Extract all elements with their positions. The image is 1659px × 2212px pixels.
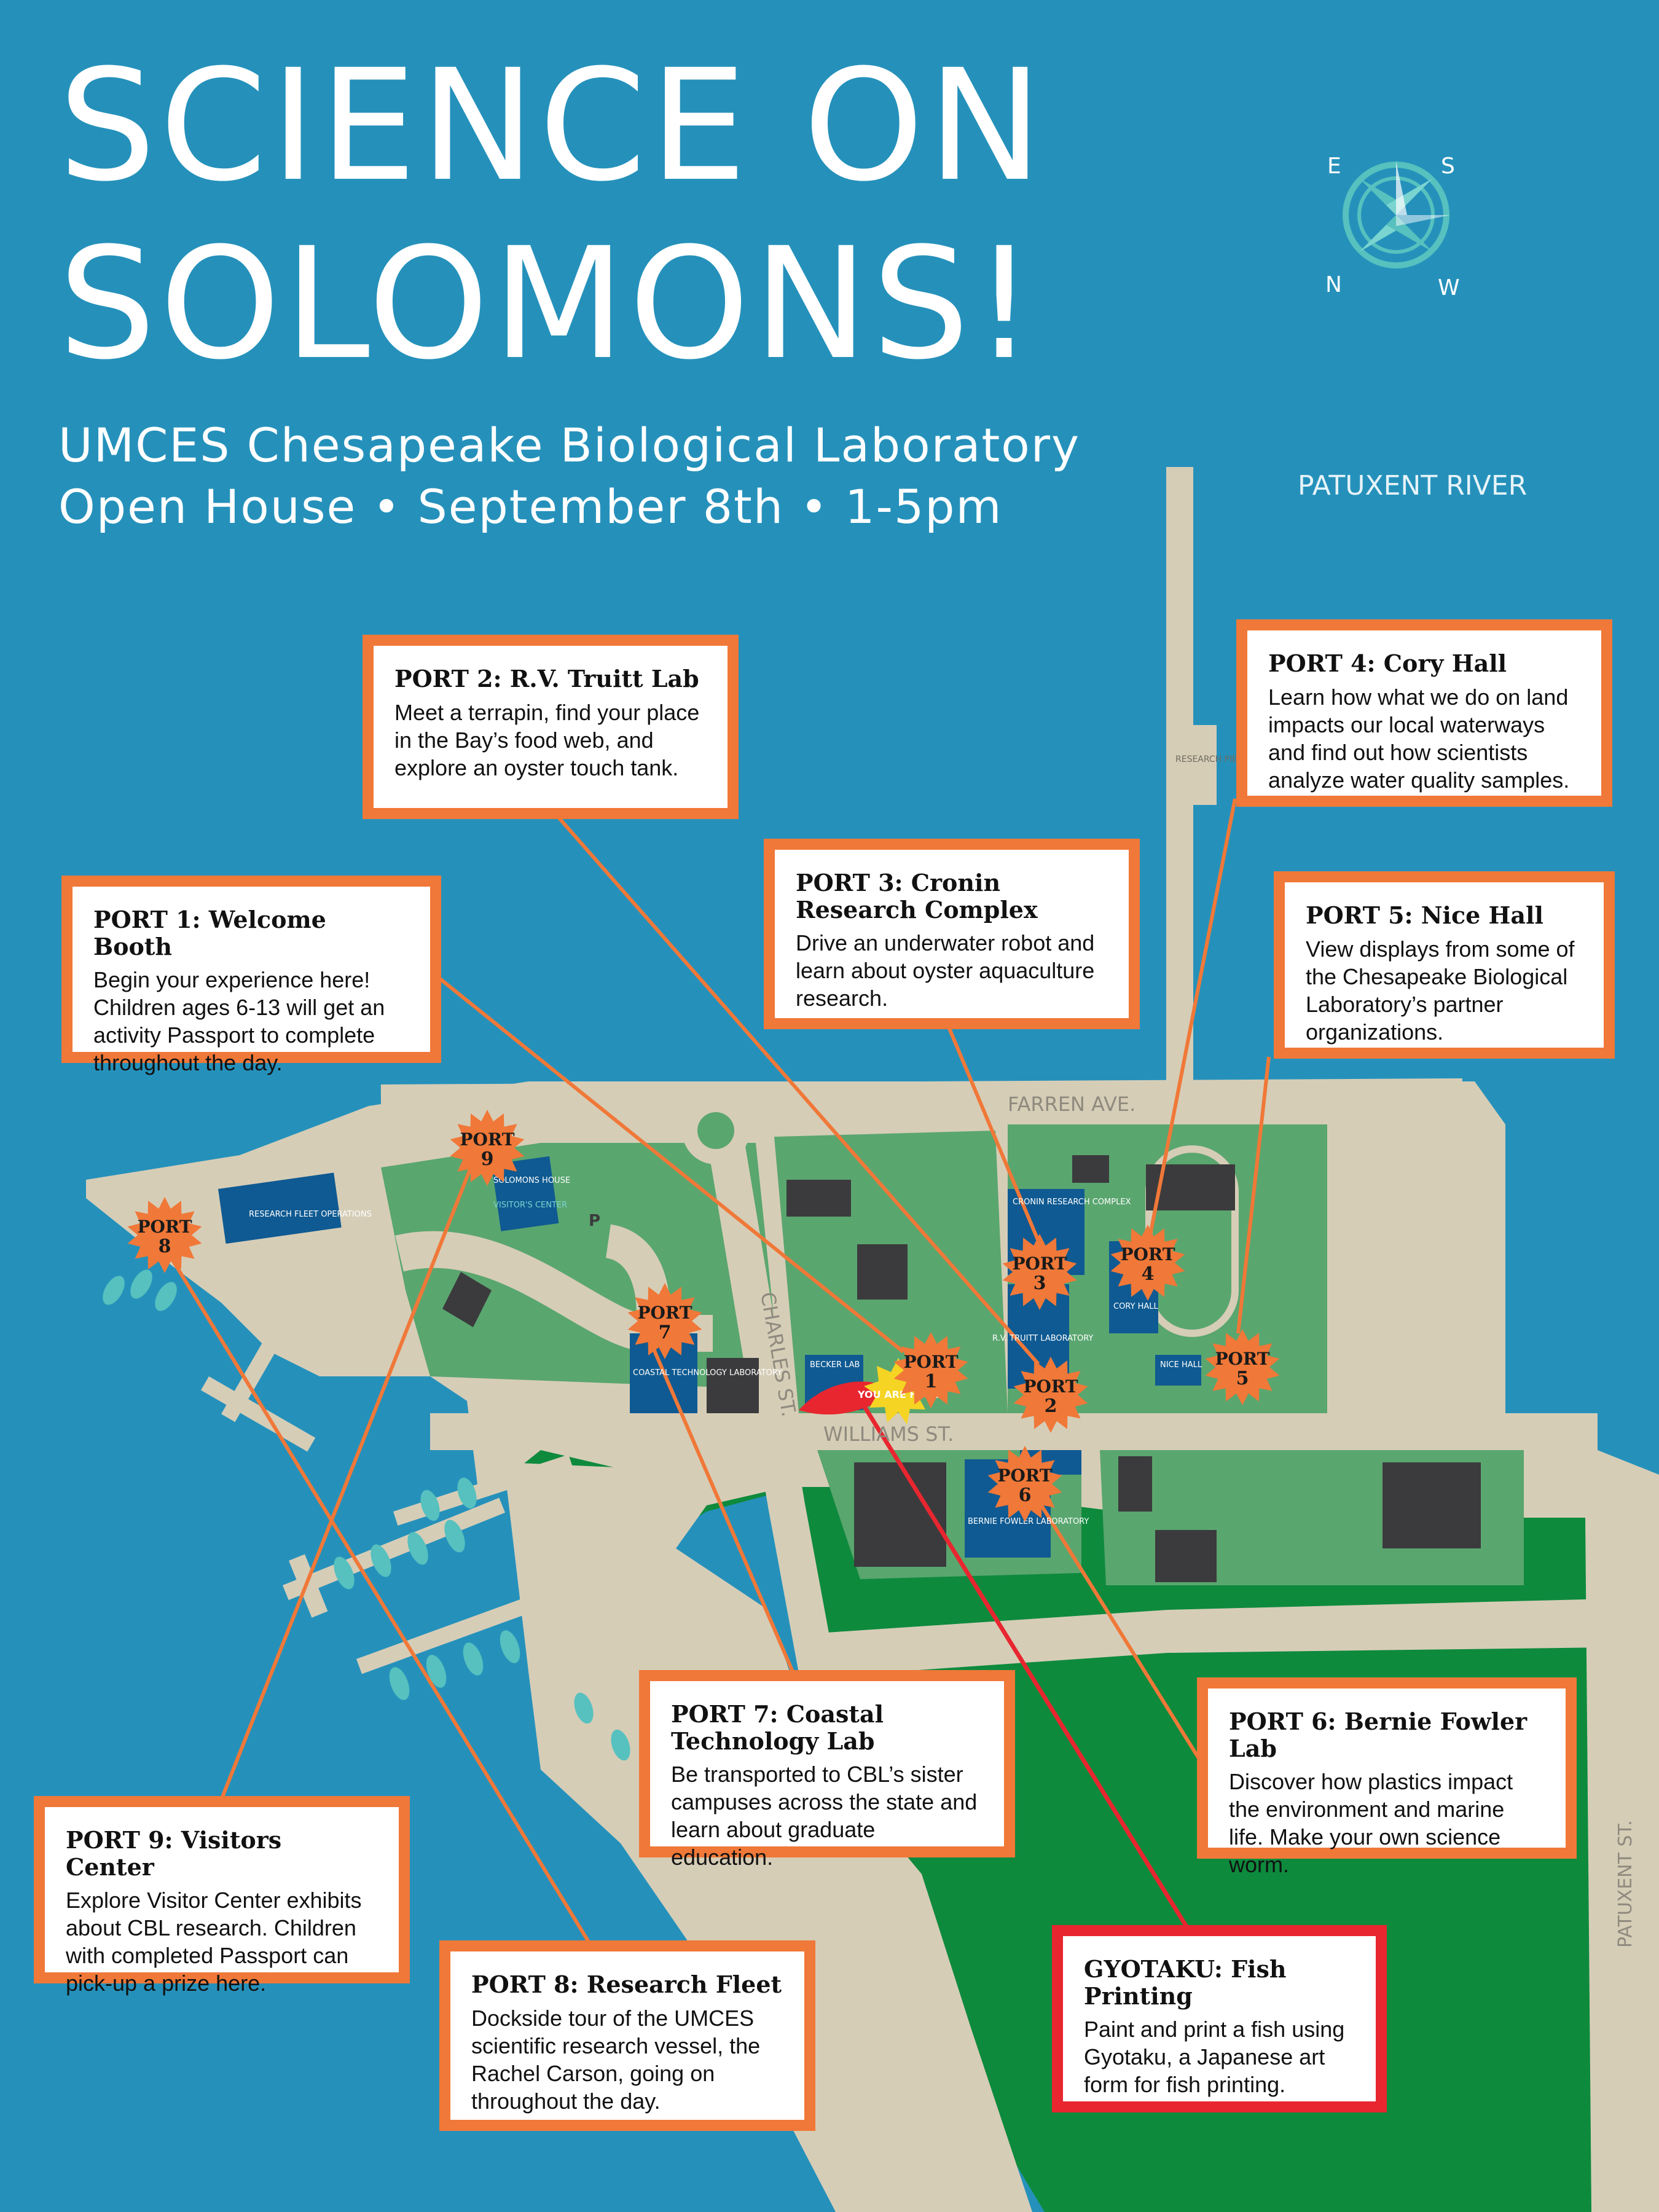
patuxent-st-label: PATUXENT ST. [1615, 1820, 1636, 1948]
gyotaku-desc: Paint and print a fish using Gyotaku, a … [1084, 2017, 1345, 2098]
gyotaku-title: GYOTAKU: Fish Printing [1084, 1955, 1287, 2010]
pier-label: RESEARCH PIER [1175, 755, 1244, 764]
title-line-1: SCIENCE ON [58, 36, 1046, 215]
port-2-marker-word: PORT [1023, 1376, 1078, 1397]
farren-ave-label: FARREN AVE. [1008, 1092, 1135, 1116]
port-3-marker-word: PORT [1012, 1253, 1067, 1274]
port-1-card: PORT 1: Welcome Booth Begin your experie… [61, 876, 441, 1075]
compass-n: N [1325, 272, 1342, 297]
port-9-desc: Explore Visitor Center exhibits about CB… [66, 1888, 362, 1996]
charles-st-road [707, 1134, 836, 1675]
roundabout-center [697, 1112, 734, 1149]
port-2-desc: Meet a terrapin, find your place in the … [394, 699, 700, 780]
port-1-marker-word: PORT [903, 1352, 958, 1372]
port-2-marker-number: 2 [1045, 1395, 1057, 1417]
port-8-desc: Dockside tour of the UMCES scientific re… [471, 2005, 761, 2114]
port-7-card: PORT 7: Coastal Technology Lab Be transp… [639, 1670, 1015, 1870]
port-8-marker [127, 1197, 202, 1273]
port-5-desc: View displays from some of the Chesapeak… [1306, 936, 1575, 1045]
bldg-nice-label: NICE HALL [1160, 1360, 1202, 1370]
port-8-title: PORT 8: Research Fleet [471, 1971, 782, 1998]
port-6-marker-word: PORT [997, 1465, 1052, 1486]
port-2-card: PORT 2: R.V. Truitt Lab Meet a terrapin,… [363, 635, 739, 819]
river-label: PATUXENT RIVER [1298, 470, 1527, 501]
compass-s: S [1441, 154, 1455, 179]
pier-block [1174, 725, 1217, 805]
bldg-fleet-label: RESEARCH FLEET OPERATIONS [249, 1210, 372, 1219]
port-8-card: PORT 8: Research Fleet Dockside tour of … [439, 1940, 815, 2131]
gyotaku-card: GYOTAKU: Fish Printing Paint and print a… [1052, 1925, 1387, 2112]
port-9-marker-number: 9 [481, 1148, 494, 1170]
compass-w: W [1438, 275, 1460, 300]
port-8-marker-word: PORT [137, 1217, 192, 1237]
bldg-visitors-label: VISITOR'S CENTER [493, 1201, 567, 1210]
port-7-marker-word: PORT [637, 1303, 692, 1323]
bldg-fowler-label: BERNIE FOWLER LABORATORY [968, 1517, 1089, 1526]
bldg-cronin-label: CRONIN RESEARCH COMPLEX [1013, 1198, 1131, 1207]
port-7-desc: Be transported to CBL’s sister campuses … [671, 1762, 978, 1870]
port-6-marker-number: 6 [1019, 1484, 1032, 1506]
port-5-marker-word: PORT [1215, 1349, 1269, 1369]
land-patuxent-st [1585, 1518, 1659, 2212]
pier-head [1166, 467, 1193, 522]
port-6-marker [987, 1446, 1062, 1522]
port-3-marker [1002, 1234, 1077, 1310]
bldg-cory-label: CORY HALL [1113, 1302, 1158, 1311]
port-2-marker [1013, 1357, 1088, 1433]
port-3-desc: Drive an underwater robot and learn abou… [796, 930, 1095, 1011]
port-4-marker [1110, 1225, 1185, 1301]
port-6-desc: Discover how plastics impact the environ… [1229, 1769, 1513, 1878]
title-line-2: SOLOMONS! [58, 214, 1039, 393]
port-3-marker-number: 3 [1033, 1273, 1046, 1294]
port-5-marker-number: 5 [1236, 1368, 1249, 1389]
boats [103, 1269, 667, 1798]
blue-buildings [218, 1156, 1201, 1558]
subtitle-line-2: Open House • September 8th • 1-5pm [58, 479, 1003, 534]
port-7-title: PORT 7: Coastal Technology Lab [671, 1700, 884, 1755]
port-9-marker-word: PORT [460, 1129, 514, 1150]
port-6-card: PORT 6: Bernie Fowler Lab Discover how p… [1197, 1677, 1577, 1877]
port-3-title: PORT 3: Cronin Research Complex [796, 869, 1038, 924]
port-4-desc: Learn how what we do on land impacts our… [1268, 684, 1570, 793]
connector-lines [152, 798, 1271, 1955]
port-9-card: PORT 9: Visitors Center Explore Visitor … [34, 1796, 410, 1996]
bldg-coastal-label: COASTAL TECHNOLOGY LABORATORY [633, 1368, 782, 1378]
fish-marker [799, 1370, 903, 1415]
port-3-card: PORT 3: Cronin Research Complex Drive an… [764, 839, 1140, 1029]
parking-label: P [589, 1212, 600, 1230]
port-4-marker-number: 4 [1142, 1263, 1155, 1285]
port-4-card: PORT 4: Cory Hall Learn how what we do o… [1236, 619, 1612, 807]
port-6-title: PORT 6: Bernie Fowler Lab [1229, 1708, 1528, 1762]
west-curve-road [395, 1231, 713, 1352]
bldg-becker-label: BECKER LAB [810, 1360, 860, 1370]
port-1-title: PORT 1: Welcome Booth [93, 906, 326, 960]
port-9-title: PORT 9: Visitors Center [66, 1826, 282, 1881]
port-1-marker [893, 1332, 968, 1408]
bldg-solomons-label: SOLOMONS HOUSE [493, 1176, 570, 1185]
port-2-title: PORT 2: R.V. Truitt Lab [394, 665, 699, 692]
port-9-marker [450, 1110, 525, 1186]
port-4-title: PORT 4: Cory Hall [1268, 649, 1507, 677]
port-4-marker-word: PORT [1120, 1244, 1175, 1265]
gyotaku-connector [855, 1394, 1194, 1937]
bldg-truitt-label: R.V. TRUITT LABORATORY [992, 1334, 1093, 1343]
port-5-card: PORT 5: Nice Hall View displays from som… [1274, 871, 1615, 1059]
compass-rose [1343, 161, 1450, 269]
port-8-marker-number: 8 [159, 1236, 171, 1257]
farren-ave-road [380, 1078, 1463, 1128]
subtitle-line-1: UMCES Chesapeake Biological Laboratory [58, 418, 1080, 473]
port-5-marker [1205, 1329, 1280, 1405]
port-7-marker [627, 1283, 702, 1359]
compass-e: E [1327, 154, 1341, 179]
land-road-s [799, 1598, 1659, 1677]
port-1-marker-number: 1 [925, 1371, 938, 1392]
port-5-title: PORT 5: Nice Hall [1306, 901, 1543, 929]
port-1-desc: Begin your experience here! Children age… [93, 967, 385, 1076]
williams-st-label: WILLIAMS ST. [823, 1422, 954, 1446]
port-7-marker-number: 7 [659, 1322, 672, 1343]
